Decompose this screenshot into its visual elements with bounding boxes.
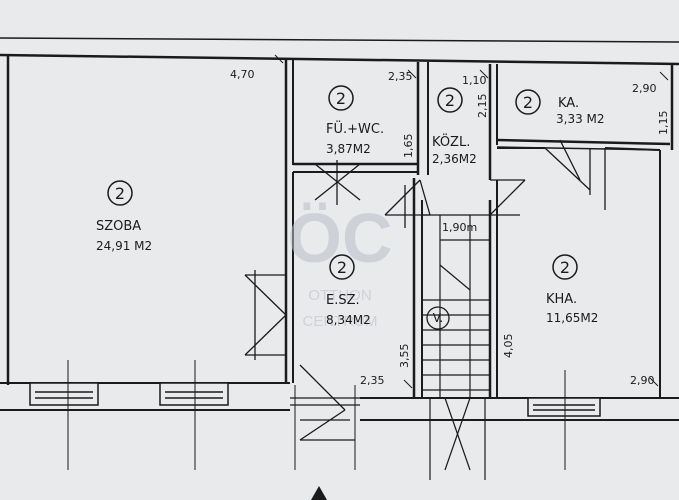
room-area-konyha: 11,65M2 bbox=[546, 311, 598, 325]
watermark-logo: ÖC OTTHON CENTRUM bbox=[288, 199, 393, 330]
room-number-eloszoba: 2 bbox=[337, 258, 347, 277]
window-szoba-right bbox=[159, 382, 229, 406]
dim-szoba-width: 4,70 bbox=[230, 68, 255, 81]
interior-walls bbox=[284, 60, 674, 398]
outer-wall-top bbox=[0, 37, 679, 66]
room-name-eloszoba: E.SZ. bbox=[326, 293, 360, 308]
entry-arrow-icon bbox=[311, 486, 327, 500]
room-number-circle-kamra bbox=[515, 89, 541, 115]
room-area-furdo: 3,87M2 bbox=[326, 142, 371, 156]
svg-text:OTTHON: OTTHON bbox=[308, 287, 371, 304]
room-number-circle-kozl bbox=[437, 87, 463, 113]
window-axis-lines bbox=[67, 360, 566, 470]
window-konyha bbox=[527, 397, 601, 417]
room-number-kozl: 2 bbox=[445, 91, 455, 110]
dim-konyha-depth: 4,05 bbox=[502, 334, 515, 359]
dim-kamra-depth: 1,15 bbox=[657, 111, 670, 136]
dim-konyha-width: 2,90 bbox=[630, 374, 655, 387]
room-name-kozl: KÖZL. bbox=[432, 133, 470, 150]
dimension-ticks bbox=[274, 54, 669, 389]
room-number-furdo: 2 bbox=[336, 89, 346, 108]
door-konyha-hall bbox=[489, 179, 526, 216]
room-name-furdo: FÜ.+WC. bbox=[326, 120, 384, 137]
stair-label: V. bbox=[433, 311, 443, 325]
dim-eloszoba-width: 2,35 bbox=[360, 374, 385, 387]
room-number-circle-konyha bbox=[552, 254, 578, 280]
svg-text:ÖC: ÖC bbox=[288, 199, 393, 277]
staircase bbox=[422, 214, 490, 480]
room-name-kamra: KA. bbox=[558, 96, 579, 111]
room-area-eloszoba: 8,34M2 bbox=[326, 313, 371, 327]
stair-label-circle bbox=[426, 306, 450, 330]
room-area-szoba: 24,91 M2 bbox=[96, 239, 152, 253]
room-number-konyha: 2 bbox=[560, 258, 570, 277]
room-number-circle-furdo bbox=[328, 85, 354, 111]
dim-kamra-width: 2,90 bbox=[632, 82, 657, 95]
room-number-circle-eloszoba bbox=[329, 254, 355, 280]
dim-furdo-depth: 1,65 bbox=[402, 134, 415, 159]
door-kamra bbox=[544, 139, 606, 210]
dim-stair-width: 1,90m bbox=[442, 221, 477, 234]
dim-furdo-width: 2,35 bbox=[388, 70, 413, 83]
room-number-circle-szoba bbox=[107, 180, 133, 206]
window-szoba-left bbox=[29, 382, 99, 406]
room-area-kamra: 3,33 M2 bbox=[556, 112, 605, 126]
door-entrance bbox=[290, 364, 360, 441]
dim-eloszoba-depth: 3,55 bbox=[398, 344, 411, 369]
dim-kozl-width: 1,10 bbox=[462, 74, 487, 87]
svg-text:CENTRUM: CENTRUM bbox=[303, 313, 378, 330]
dim-kozl-depth: 2,15 bbox=[476, 94, 489, 119]
door-szoba bbox=[244, 270, 287, 360]
room-name-konyha: KHA. bbox=[546, 292, 577, 307]
room-area-kozl: 2,36M2 bbox=[432, 152, 477, 166]
door-bathroom bbox=[314, 160, 361, 205]
room-number-kamra: 2 bbox=[523, 93, 533, 112]
room-name-szoba: SZOBA bbox=[96, 219, 141, 234]
room-number-szoba: 2 bbox=[115, 184, 125, 203]
